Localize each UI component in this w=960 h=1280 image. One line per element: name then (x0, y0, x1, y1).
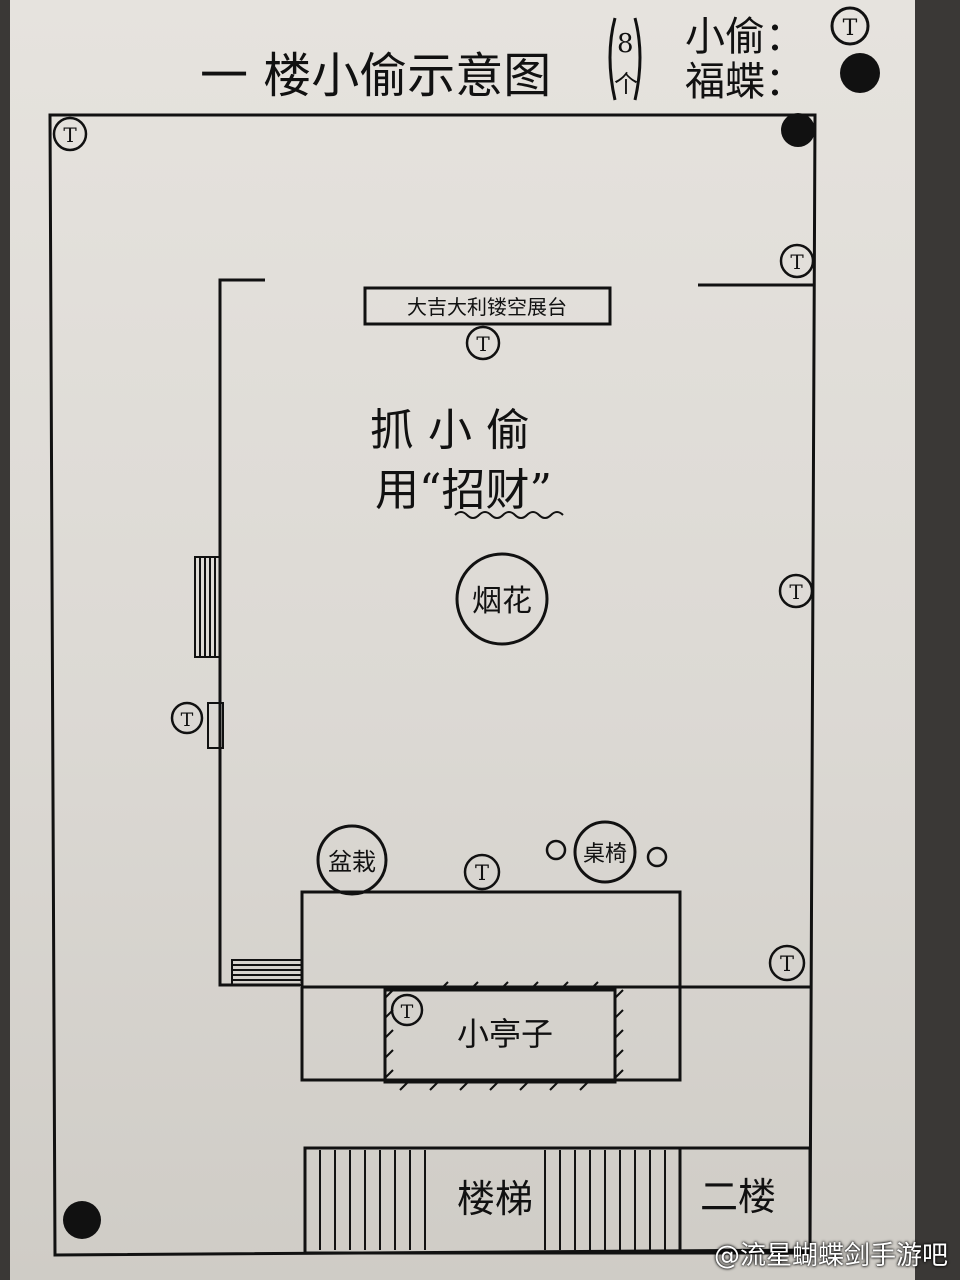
thief-marker: T (465, 325, 501, 361)
table-chairs-circle (573, 820, 637, 884)
stairs-label: 楼梯 (457, 1177, 533, 1221)
pavilion-hatching (384, 981, 624, 1091)
pavilion-structure (300, 890, 682, 1084)
svg-text:T: T (780, 952, 794, 976)
count-note-unit: 个 (614, 70, 638, 98)
legend-thief-label: 小偷： (685, 14, 805, 60)
legend-butterfly-label: 福蝶： (685, 59, 805, 105)
watermark: @流星蝴蝶剑手游吧 (713, 1241, 948, 1271)
legend-thief-icon: T (830, 6, 870, 46)
svg-text:T: T (401, 1001, 414, 1023)
staircase (303, 1146, 812, 1255)
svg-text:T: T (475, 861, 489, 885)
staircase-steps (319, 1150, 666, 1250)
second-floor-label: 二楼 (700, 1175, 776, 1219)
count-note-number: 8 (617, 29, 634, 59)
paper-background (10, 0, 915, 1280)
thief-marker: T (463, 853, 501, 891)
center-text-line2: 用“招财” (375, 465, 552, 516)
thief-marker: T (768, 944, 806, 982)
center-text-underline (454, 511, 564, 519)
butterfly-marker (781, 113, 815, 147)
thief-marker: T (52, 116, 88, 152)
left-door-steps (194, 556, 221, 658)
diagram-title: 一 楼小偷示意图 (200, 48, 551, 104)
fireworks-label: 烟花 (472, 584, 532, 619)
bottom-left-steps (231, 959, 303, 986)
thief-marker: T (170, 701, 204, 735)
bonsai-label: 盆栽 (328, 848, 376, 876)
pavilion-label: 小亭子 (457, 1015, 553, 1053)
butterfly-marker (63, 1201, 101, 1239)
fireworks-circle (455, 552, 549, 646)
chair-left (545, 839, 567, 861)
inner-walls (218, 278, 815, 989)
center-text-line1: 抓 小 偷 (370, 405, 530, 456)
svg-text:T: T (476, 332, 490, 356)
thief-marker: T (778, 573, 814, 609)
svg-text:T: T (790, 250, 804, 274)
count-note (608, 17, 642, 101)
svg-text:T: T (789, 580, 803, 604)
svg-text:T: T (181, 709, 194, 731)
svg-text:T: T (843, 16, 858, 41)
bonsai-circle (316, 824, 388, 896)
thief-marker: T (390, 993, 424, 1027)
display-stand (363, 286, 612, 326)
chair-right (646, 846, 668, 868)
svg-text:T: T (63, 123, 77, 147)
thief-marker: T (779, 243, 815, 279)
display-stand-label: 大吉大利镂空展台 (407, 295, 567, 319)
legend-butterfly-icon (840, 53, 880, 93)
left-small-door (207, 702, 224, 749)
table-chairs-label: 桌椅 (583, 842, 627, 867)
